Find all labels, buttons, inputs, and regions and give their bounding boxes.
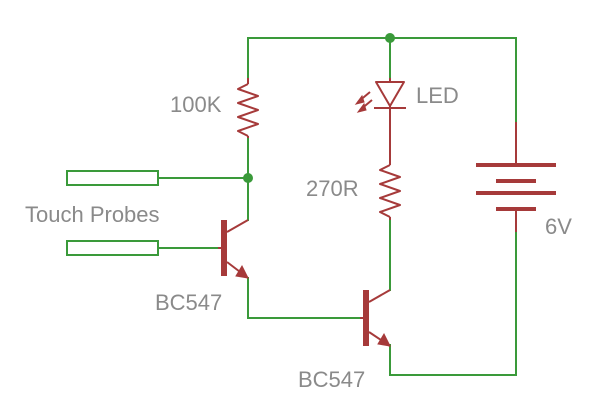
label-bc547-q1: BC547: [155, 290, 222, 315]
label-bc547-q2: BC547: [298, 367, 365, 392]
transistor-q2: [360, 289, 391, 347]
touch-probe-1: [66, 170, 159, 186]
led-symbol: [354, 78, 406, 135]
battery-symbol: [476, 122, 556, 232]
wires: [157, 37, 517, 376]
wire-top-rail: [247, 37, 517, 123]
touch-probe-2: [66, 240, 159, 256]
label-led: LED: [416, 83, 459, 108]
label-100k: 100K: [170, 92, 222, 117]
junction-base-node: [243, 173, 253, 183]
wire-q1-emitter-to-q2-base: [247, 277, 361, 319]
label-270r: 270R: [306, 176, 359, 201]
resistor-270r: [379, 135, 401, 220]
label-touch-probes: Touch Probes: [25, 202, 160, 227]
wire-q2-emitter-to-battery: [389, 231, 517, 376]
junction-top: [385, 33, 395, 43]
label-6v: 6V: [545, 214, 572, 239]
transistor-q1: [218, 219, 249, 279]
resistor-100k: [237, 78, 259, 138]
